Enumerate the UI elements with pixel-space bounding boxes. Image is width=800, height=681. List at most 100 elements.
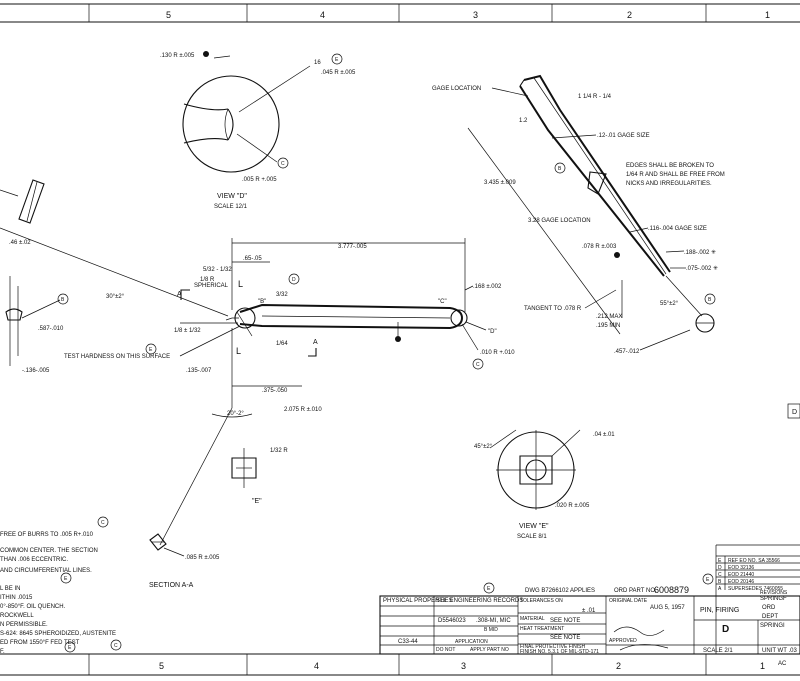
rev-row: EOD 32136 bbox=[728, 565, 754, 571]
marker-circle: C bbox=[110, 639, 122, 651]
svg-text:B: B bbox=[61, 297, 65, 303]
dim-label: 3/32 bbox=[276, 292, 288, 298]
note-text: EDGES SHALL BE BROKEN TO bbox=[626, 163, 714, 169]
dim-label: -.136-.005 bbox=[22, 368, 50, 374]
edge-label: D bbox=[792, 409, 797, 416]
note-line: L BE IN bbox=[0, 586, 20, 592]
title-block: PHYSICAL PROPERTIES SEE ENGINEERING RECO… bbox=[379, 403, 800, 667]
marker-circle: E bbox=[145, 343, 157, 355]
dim-label: 3.28 GAGE LOCATION bbox=[528, 218, 591, 224]
tb-label: TOLERANCES ON bbox=[520, 598, 563, 604]
rev-letter: B bbox=[718, 579, 722, 585]
tb-value: SCALE 2/1 bbox=[703, 648, 733, 654]
rev-letter: C bbox=[718, 572, 722, 578]
svg-text:E: E bbox=[706, 577, 710, 583]
marker-circle: C bbox=[472, 358, 484, 370]
dim-label: .020 R ±.005 bbox=[555, 503, 590, 509]
marker-circle: D bbox=[288, 273, 300, 285]
marker-circle: B bbox=[704, 293, 716, 305]
svg-text:E: E bbox=[487, 586, 491, 592]
tb-label: REVISIONS bbox=[760, 590, 788, 596]
marker-circle: C bbox=[277, 157, 289, 169]
rev-letter: E bbox=[718, 558, 722, 564]
tb-label: AC bbox=[778, 661, 787, 667]
dim-label: 1.2 bbox=[519, 118, 528, 124]
marker-circle: C bbox=[97, 516, 109, 528]
section-marker: A bbox=[177, 291, 182, 298]
note-line: F. bbox=[0, 649, 5, 655]
section-marker: A bbox=[313, 339, 318, 346]
tb-value: C33-44 bbox=[398, 639, 418, 645]
view-d-detail: .130 R ±.005 16 .045 R ±.005 .005 R +.00… bbox=[160, 51, 356, 210]
note-text: 1/64 R AND SHALL BE FREE FROM bbox=[626, 172, 725, 178]
svg-text:C: C bbox=[101, 520, 105, 526]
right-diagonal-view: GAGE LOCATION 1 1/4 R - 1/4 1.2 .12-.01 … bbox=[432, 74, 725, 355]
svg-text:C: C bbox=[281, 161, 285, 167]
rev-letter: A bbox=[718, 586, 722, 592]
view-title: VIEW "E" bbox=[519, 523, 549, 530]
tb-label: SEE ENGINEERING RECORDS bbox=[436, 598, 523, 604]
signature-mark bbox=[613, 626, 665, 636]
rev-row: EOD 21440 bbox=[728, 572, 754, 578]
marker-circle: B bbox=[554, 162, 566, 174]
tb-value: AUG 5, 1957 bbox=[650, 605, 685, 611]
rev-row: SUPERSEDES 7460055 bbox=[728, 586, 783, 592]
note-line: ED FROM 1550°F FED TEST bbox=[0, 640, 80, 646]
svg-text:E: E bbox=[149, 347, 153, 353]
tb-value: SEE NOTE bbox=[550, 618, 580, 624]
marker-circle: E bbox=[483, 582, 495, 594]
main-pin-view: 3.777-.005 .65-.05 5/32 - 1/32 SPHERICAL… bbox=[64, 238, 515, 589]
zone-label: 1 bbox=[760, 661, 765, 671]
tb-label: DWG B7266102 APPLIES bbox=[525, 588, 595, 594]
svg-text:E: E bbox=[68, 645, 72, 651]
reference-dot-icon bbox=[395, 336, 401, 342]
dim-label: 1/32 R bbox=[270, 448, 288, 454]
dim-label: 3.777-.005 bbox=[338, 244, 367, 250]
rev-row: EOD 20146 bbox=[728, 579, 754, 585]
centerline-marker: L bbox=[236, 346, 241, 356]
svg-text:E: E bbox=[335, 57, 339, 63]
dim-label: .195 MIN bbox=[596, 323, 620, 329]
note-line: 0°-850°F. OIL QUENCH. bbox=[0, 604, 66, 610]
dim-label: "C" bbox=[438, 299, 447, 305]
zone-label: 4 bbox=[320, 10, 325, 20]
tb-label: ORD PART NO. bbox=[614, 588, 657, 594]
dim-label: TANGENT TO .078 R bbox=[524, 306, 582, 312]
note-text: NICKS AND IRREGULARITIES. bbox=[626, 181, 712, 187]
dim-label: 5/32 - 1/32 bbox=[203, 267, 232, 273]
marker-circle: E bbox=[64, 641, 76, 653]
dim-label: 1/8 R bbox=[200, 277, 215, 283]
dim-label: .130 R ±.005 bbox=[160, 53, 195, 59]
tb-value: ± .01 bbox=[582, 608, 596, 614]
zone-label: 4 bbox=[314, 661, 319, 671]
dim-label: 30°±2° bbox=[106, 294, 125, 300]
note-line: FREE OF BURRS TO .005 R+.010 bbox=[0, 532, 94, 538]
note-line: THAN .006 ECCENTRIC. bbox=[0, 557, 68, 563]
dim-label: .65-.05 bbox=[243, 256, 262, 262]
view-scale: SCALE 12/1 bbox=[214, 204, 248, 210]
dim-label: 3.435 ±.009 bbox=[484, 180, 516, 186]
view-e-detail: 45°±2° .04 ±.01 .020 R ±.005 VIEW "E" SC… bbox=[474, 429, 615, 540]
tb-label: DO NOT bbox=[436, 647, 455, 653]
rev-row: REF EO NO. SA 35566 bbox=[728, 558, 780, 564]
dim-label: .168 ±.002 bbox=[473, 284, 502, 290]
dim-label: .587-.010 bbox=[38, 326, 64, 332]
note-line: ROCKWELL bbox=[0, 613, 34, 619]
reference-dot-icon bbox=[203, 51, 209, 57]
zone-label: 5 bbox=[166, 10, 171, 20]
tb-value: FINISH NO. 5.3.1 OF MIL-STD-171 bbox=[520, 649, 599, 655]
tb-value: D5546023 bbox=[438, 618, 466, 624]
note-line: COMMON CENTER. THE SECTION bbox=[0, 548, 98, 554]
general-notes: FREE OF BURRS TO .005 R+.010 COMMON CENT… bbox=[0, 532, 116, 655]
dim-label: .04 ±.01 bbox=[593, 432, 615, 438]
marker-circle: E bbox=[60, 572, 72, 584]
size-letter: D bbox=[722, 624, 729, 635]
svg-text:C: C bbox=[114, 643, 118, 649]
tb-label: SPRINGI bbox=[760, 623, 785, 629]
left-partial-view: .46 ±.02 30°±2° .587-.010 -.136-.005 bbox=[0, 179, 229, 374]
dim-label: .375-.050 bbox=[262, 388, 288, 394]
tb-value: SEE NOTE bbox=[550, 635, 580, 641]
reference-dot-icon bbox=[614, 252, 620, 258]
